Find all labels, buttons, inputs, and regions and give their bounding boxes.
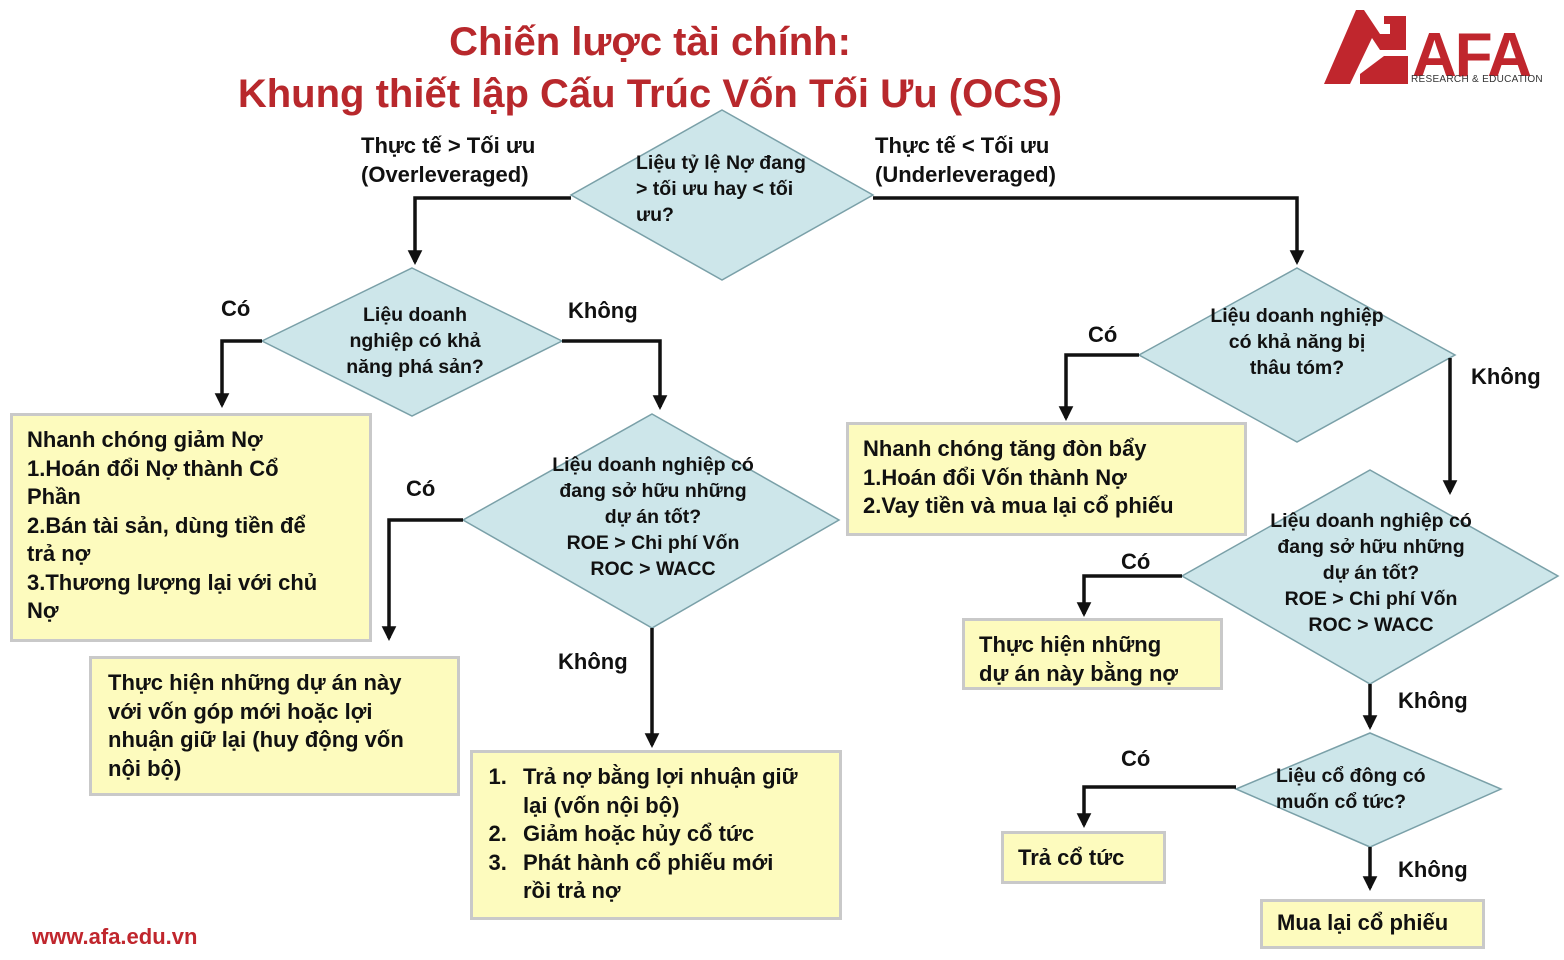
- edge-label-takeover-no: Không: [1471, 364, 1541, 389]
- outcome-pay-dividends-box: Trả cổ tức: [1001, 831, 1166, 884]
- branch-overleveraged-label: Thực tế > Tối ưu (Overleveraged): [361, 133, 536, 187]
- pay-down-item-1: Trả nợ bằng lợi nhuận giữ lại (vốn nội b…: [513, 763, 825, 820]
- edge-label-projects-left-no: Không: [558, 649, 628, 674]
- arrow-projects-left-to-new-equity: [381, 518, 463, 641]
- outcome-increase-leverage-box: Nhanh chóng tăng đòn bẩy 1.Hoán đổi Vốn …: [846, 422, 1247, 536]
- svg-text:AFA: AFA: [1412, 21, 1531, 90]
- edge-label-dividends-no: Không: [1398, 857, 1468, 882]
- edge-label-projects-left-yes: Có: [406, 476, 436, 501]
- edge-label-takeover-yes: Có: [1088, 322, 1118, 347]
- decision-bankrupt-diamond: [260, 267, 564, 417]
- edge-label-dividends-yes: Có: [1121, 746, 1151, 771]
- arrow-takeover-to-increase-leverage: [1058, 353, 1139, 421]
- decision-projects-left-text: Liệu doanh nghiệp có đang sở hữu những d…: [552, 454, 754, 580]
- outcome-pay-down-box: Trả nợ bằng lợi nhuận giữ lại (vốn nội b…: [470, 750, 842, 920]
- afa-logo-icon: AFA: [1324, 10, 1533, 90]
- outcome-new-equity-box: Thực hiện những dự án này với vốn góp mớ…: [89, 656, 460, 796]
- pay-down-item-3: Phát hành cổ phiếu mới rồi trả nợ: [513, 849, 825, 906]
- edge-label-bankrupt-yes: Có: [221, 296, 251, 321]
- edge-label-projects-right-no: Không: [1398, 688, 1468, 713]
- decision-dividends-text: Liệu cổ đông có muốn cổ tức?: [1276, 765, 1426, 813]
- decision-takeover-diamond: [1137, 267, 1457, 443]
- branch-underleveraged-label: Thực tế < Tối ưu (Underleveraged): [875, 133, 1056, 187]
- decision-projects-right-text: Liệu doanh nghiệp có đang sở hữu những d…: [1270, 510, 1472, 636]
- arrow-dividends-to-pay-dividends: [1076, 785, 1236, 828]
- outcome-buyback-box: Mua lại cổ phiếu: [1260, 899, 1485, 949]
- arrow-root-to-bankrupt: [407, 196, 571, 265]
- edge-label-projects-right-yes: Có: [1121, 549, 1151, 574]
- arrow-bankrupt-to-projects-left: [562, 339, 668, 410]
- edge-label-bankrupt-no: Không: [568, 298, 638, 323]
- arrow-bankrupt-to-reduce-debt: [214, 339, 262, 408]
- arrow-root-to-takeover: [873, 196, 1305, 265]
- arrow-projects-right-to-debt-projects: [1076, 574, 1182, 617]
- logo-tagline: RESEARCH & EDUCATION: [1411, 74, 1543, 85]
- pay-down-item-2: Giảm hoặc hủy cổ tức: [513, 820, 825, 849]
- outcome-debt-projects-box: Thực hiện những dự án này bằng nợ: [962, 618, 1223, 690]
- decision-takeover-text: Liệu doanh nghiệp có khả năng bị thâu tó…: [1210, 305, 1384, 379]
- decision-bankrupt-text: Liệu doanh nghiệp có khả năng phá sản?: [346, 304, 484, 378]
- website-link[interactable]: www.afa.edu.vn: [32, 924, 198, 949]
- outcome-reduce-debt-box: Nhanh chóng giảm Nợ 1.Hoán đổi Nợ thành …: [10, 413, 372, 642]
- page-title-line1: Chiến lược tài chính:: [449, 20, 851, 64]
- page-title-line2: Khung thiết lập Cấu Trúc Vốn Tối Ưu (OCS…: [237, 72, 1063, 116]
- decision-root-text: Liệu tỷ lệ Nợ đang > tối ưu hay < tối ưu…: [636, 152, 806, 226]
- decision-root-diamond: [569, 109, 875, 281]
